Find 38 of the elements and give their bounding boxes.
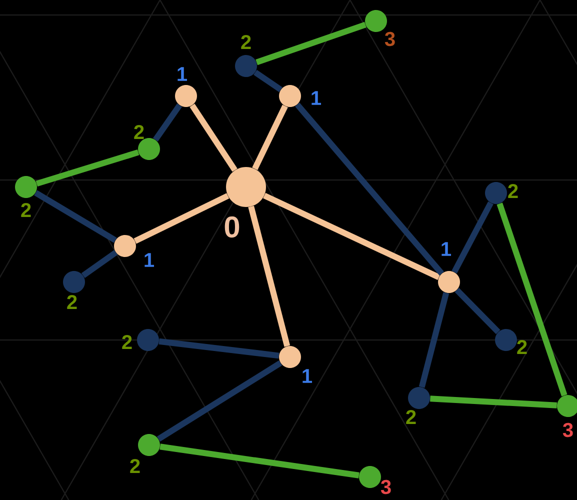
graph-edge xyxy=(152,103,182,142)
graph-edge xyxy=(134,193,230,244)
node-label: 2 xyxy=(134,125,144,139)
node-label: 3 xyxy=(380,480,391,494)
node-label: 2 xyxy=(241,35,251,49)
node-label: 1 xyxy=(442,242,452,256)
graph-edge xyxy=(158,338,280,359)
graph-edge xyxy=(252,104,288,170)
node-label: 2 xyxy=(130,459,140,473)
graph-edge xyxy=(34,190,117,243)
graph-edge xyxy=(254,70,282,92)
node-label: 3 xyxy=(562,422,573,438)
node-label: 1 xyxy=(312,91,322,105)
graph-edge xyxy=(160,444,360,478)
graph-edge xyxy=(263,192,440,280)
graph-edge xyxy=(452,202,494,274)
node-label: 2 xyxy=(508,184,518,198)
graph-edge xyxy=(496,202,568,396)
node-label: 1 xyxy=(302,369,312,383)
node-label: 1 xyxy=(178,67,188,81)
graph-edge xyxy=(248,206,290,347)
node-label: 2 xyxy=(406,410,416,424)
graph-edge xyxy=(156,360,282,442)
node-label: 3 xyxy=(384,32,395,46)
node-label: 1 xyxy=(144,253,154,267)
graph-edge xyxy=(295,102,444,276)
graph-edge xyxy=(418,292,450,388)
node-label: 2 xyxy=(122,335,132,349)
graph-edge xyxy=(256,22,366,66)
graph-edge xyxy=(36,149,140,187)
graph-edge xyxy=(190,104,238,172)
graph-edge xyxy=(454,288,500,334)
graph-edge xyxy=(81,250,118,278)
node-label: 2 xyxy=(517,340,527,354)
graph-edge xyxy=(430,396,557,408)
node-label: 2 xyxy=(21,203,31,217)
node-label: 0 xyxy=(224,216,240,238)
node-label: 2 xyxy=(67,295,77,309)
